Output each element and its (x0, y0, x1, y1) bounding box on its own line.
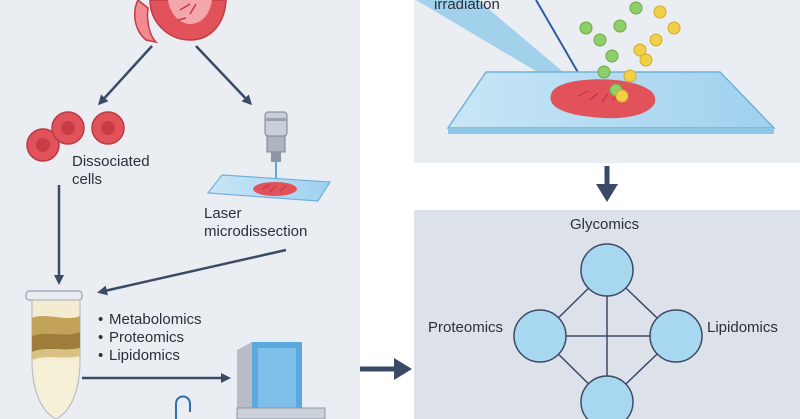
label-proteomics: Proteomics (428, 319, 504, 336)
label-glycomics: Glycomics (570, 216, 640, 233)
slide-icon (206, 174, 332, 202)
label-lipidomics: Lipidomics (707, 319, 778, 336)
node-glycomics (580, 243, 634, 297)
microscope-icon (264, 111, 288, 186)
arrow-to-cells (97, 45, 153, 106)
label-cells: cells (72, 171, 103, 188)
node-bottom (580, 375, 634, 419)
arrow-laser-to-tube (97, 248, 287, 296)
label-dissociated: Dissociated (72, 153, 150, 170)
cells-icon (26, 111, 125, 162)
list-item: Metabolomics (98, 311, 202, 329)
list-item: Proteomics (98, 329, 202, 347)
omics-network (513, 243, 703, 419)
instrument-icon (175, 342, 326, 419)
kidney-icon (133, 0, 227, 44)
label-irradiation: irradiation (434, 0, 500, 13)
label-laser: Laser (204, 205, 242, 222)
label-microdissection: microdissection (204, 223, 308, 240)
irradiation-scene (416, 0, 776, 134)
list-item: Lipidomics (98, 347, 202, 365)
tube-icon (25, 290, 83, 419)
node-proteomics (513, 309, 567, 363)
arrow-to-laser (195, 45, 253, 106)
node-lipidomics (649, 309, 703, 363)
omics-bullet-list: Metabolomics Proteomics Lipidomics (98, 311, 202, 365)
